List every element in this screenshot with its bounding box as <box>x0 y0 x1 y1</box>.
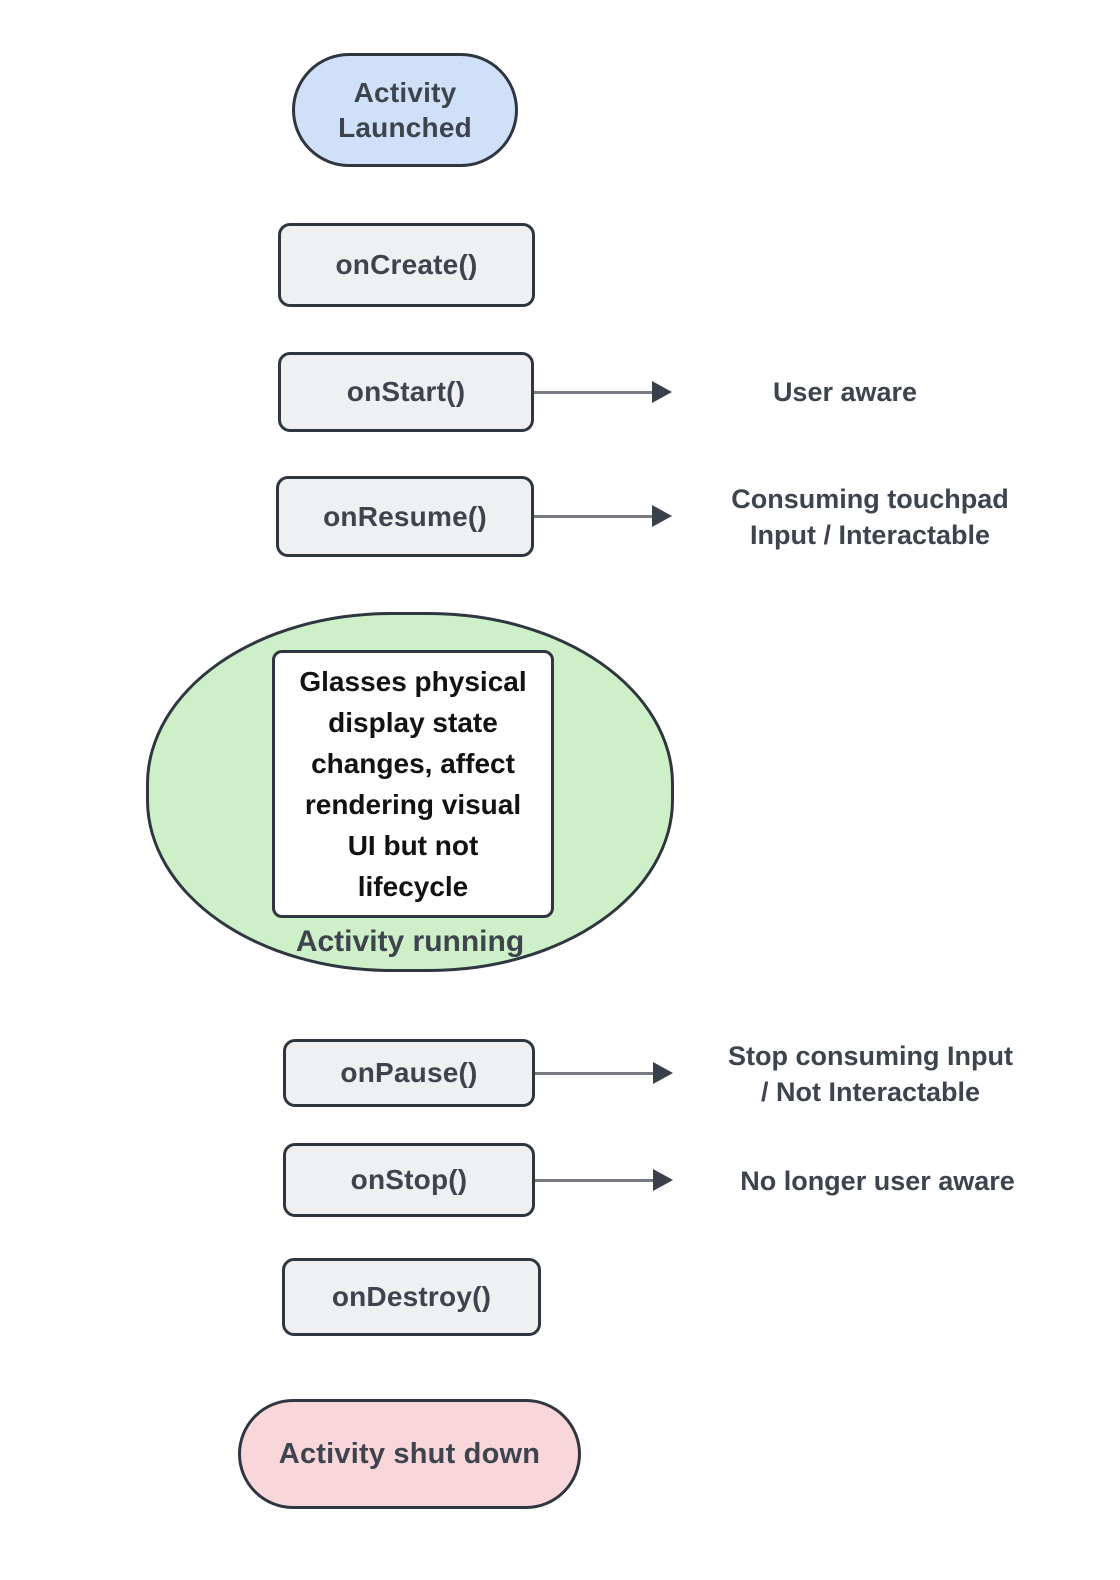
note-line: lifecycle <box>357 871 469 902</box>
arrow-line <box>535 1071 653 1075</box>
node-onstart: onStart() <box>278 352 534 432</box>
arrow-line <box>535 1178 653 1182</box>
node-onresume: onResume() <box>276 476 534 557</box>
annotation-line: Stop consuming Input <box>728 1041 1013 1071</box>
node-ondestroy: onDestroy() <box>282 1258 541 1336</box>
node-onstop-label: onStop() <box>350 1164 468 1195</box>
annotation-line: Consuming touchpad <box>731 484 1009 514</box>
node-ondestroy-label: onDestroy() <box>331 1281 492 1312</box>
node-oncreate: onCreate() <box>278 223 535 307</box>
node-activity-running-label: Activity running <box>295 925 525 958</box>
note-line: changes, affect <box>311 748 515 779</box>
note-line: display state <box>328 707 498 738</box>
annotation-stop-consuming: Stop consuming Input / Not Interactable <box>688 1038 1053 1110</box>
annotation-user-aware: User aware <box>705 374 985 410</box>
arrow-line <box>534 390 652 394</box>
node-activity-launched: Activity Launched <box>292 53 518 167</box>
node-activity-shut-down: Activity shut down <box>238 1399 581 1509</box>
arrow-head-icon <box>653 1062 673 1084</box>
node-activity-shut-down-label: Activity shut down <box>278 1437 541 1470</box>
node-onstop: onStop() <box>283 1143 535 1217</box>
note-line: UI but not <box>347 830 479 861</box>
note-line: Glasses physical <box>299 666 527 697</box>
arrow-head-icon <box>653 1169 673 1191</box>
arrow-head-icon <box>652 381 672 403</box>
annotation-line: User aware <box>772 377 918 407</box>
annotation-line: / Not Interactable <box>760 1077 981 1107</box>
note-glasses-display-state: Glasses physical display state changes, … <box>272 650 554 918</box>
node-oncreate-label: onCreate() <box>335 249 478 280</box>
annotation-line: Input / Interactable <box>749 520 991 550</box>
node-onstart-label: onStart() <box>346 376 466 407</box>
arrow-line <box>534 514 652 518</box>
arrow-head-icon <box>652 505 672 527</box>
annotation-line: No longer user aware <box>740 1166 1015 1196</box>
node-activity-launched-label: Activity Launched <box>338 77 472 143</box>
node-onpause-label: onPause() <box>340 1057 478 1088</box>
node-onresume-label: onResume() <box>323 500 487 532</box>
node-onpause: onPause() <box>283 1039 535 1107</box>
annotation-consuming-touchpad: Consuming touchpad Input / Interactable <box>688 481 1052 553</box>
note-line: rendering visual <box>304 789 522 820</box>
annotation-no-longer-user-aware: No longer user aware <box>695 1163 1060 1199</box>
